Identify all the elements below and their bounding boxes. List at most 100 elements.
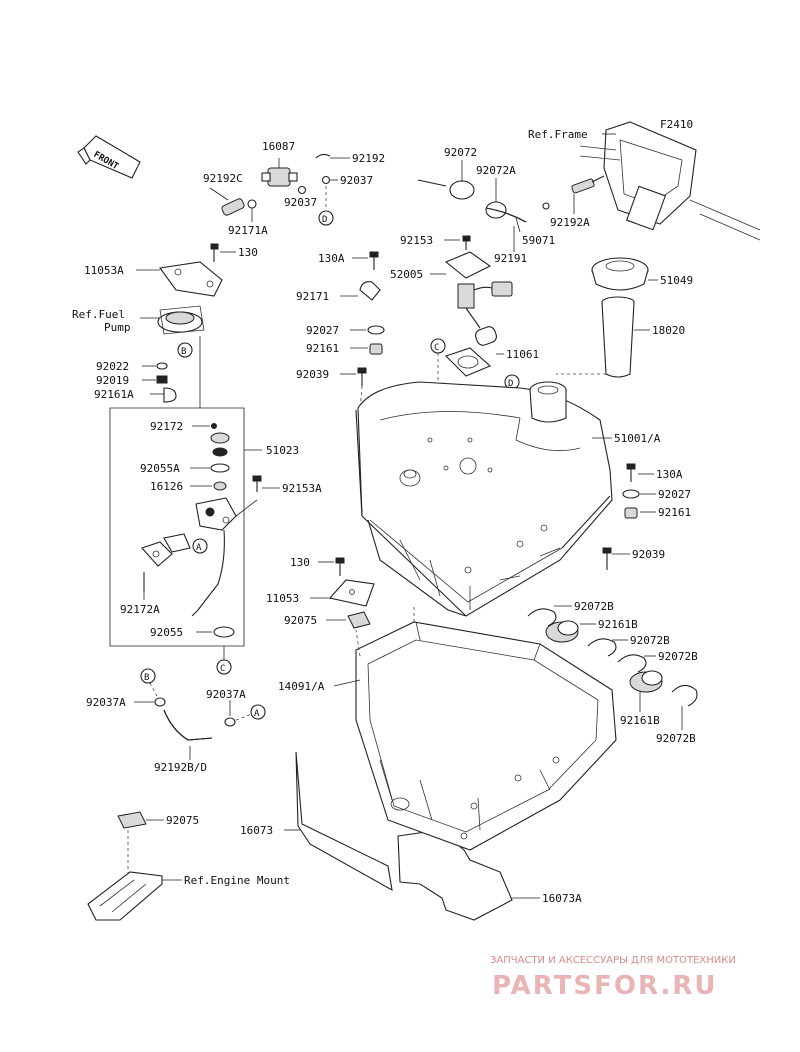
label-59071: 59071 bbox=[522, 234, 555, 247]
part-130-bolt-b bbox=[318, 557, 345, 576]
callout-a-box: A bbox=[192, 538, 208, 554]
figure-id: F2410 bbox=[660, 118, 693, 131]
svg-text:D: D bbox=[508, 379, 513, 389]
part-92039-bolt-a bbox=[340, 367, 367, 411]
label-92172: 92172 bbox=[150, 420, 183, 433]
group-51023-box bbox=[109, 407, 262, 647]
part-92161A bbox=[150, 387, 177, 403]
label-92192A: 92192A bbox=[550, 216, 590, 229]
ref-frame bbox=[579, 121, 761, 241]
label-16087: 16087 bbox=[262, 140, 295, 153]
svg-text:B: B bbox=[144, 673, 149, 683]
label-92161B-2: 92161B bbox=[620, 714, 660, 727]
part-11061-float bbox=[475, 326, 504, 355]
part-92072-clamp bbox=[449, 160, 475, 200]
part-92161-grommet-a bbox=[350, 343, 383, 355]
label-16126: 16126 bbox=[150, 480, 183, 493]
part-92027-washer-a bbox=[350, 325, 385, 335]
label-92037A-right: 92037A bbox=[206, 688, 246, 701]
svg-text:D: D bbox=[322, 215, 327, 225]
part-92072B-clamp-1 bbox=[527, 605, 572, 627]
part-51049-cap bbox=[591, 257, 658, 291]
callout-b-top: B bbox=[177, 342, 193, 358]
part-130-bolt-a bbox=[210, 243, 236, 262]
label-11061: 11061 bbox=[506, 348, 539, 361]
svg-text:C: C bbox=[434, 343, 439, 353]
part-92161B-grommet-1 bbox=[545, 620, 596, 643]
part-92161B-grommet-2 bbox=[629, 670, 663, 712]
label-92161-a: 92161 bbox=[306, 342, 339, 355]
label-52005: 52005 bbox=[390, 268, 423, 281]
part-92037A-clamp-left bbox=[134, 697, 166, 707]
part-51001A-fuel-tank bbox=[355, 381, 613, 617]
label-92019: 92019 bbox=[96, 374, 129, 387]
ref-fuel-pump bbox=[140, 305, 205, 335]
label-92171: 92171 bbox=[296, 290, 329, 303]
part-92022 bbox=[142, 362, 168, 370]
watermark-line-2: PARTSFOR.RU bbox=[492, 971, 717, 1001]
label-130A-right: 130A bbox=[656, 468, 683, 481]
label-14091A: 14091/A bbox=[278, 680, 325, 693]
label-92172A: 92172A bbox=[120, 603, 160, 616]
svg-text:B: B bbox=[181, 347, 186, 357]
callout-c-tank: C bbox=[430, 338, 446, 354]
label-92072A: 92072A bbox=[476, 164, 516, 177]
part-92171A-clip bbox=[247, 199, 257, 222]
svg-text:A: A bbox=[254, 709, 260, 719]
label-92072: 92072 bbox=[444, 146, 477, 159]
part-92072B-clamp-2 bbox=[587, 638, 628, 657]
label-92027-b: 92027 bbox=[658, 488, 691, 501]
part-11053A-plate bbox=[136, 261, 223, 297]
label-92075-a: 92075 bbox=[166, 814, 199, 827]
label-ref-engine-mount: Ref.Engine Mount bbox=[184, 874, 290, 887]
part-92153A-bolt bbox=[252, 475, 280, 492]
label-92153A: 92153A bbox=[282, 482, 322, 495]
label-16073A: 16073A bbox=[542, 892, 582, 905]
label-ref-frame: Ref.Frame bbox=[528, 128, 588, 141]
part-92037A-clamp-right bbox=[224, 700, 253, 727]
label-92072B-2: 92072B bbox=[630, 634, 670, 647]
label-92153: 92153 bbox=[400, 234, 433, 247]
label-11053: 11053 bbox=[266, 592, 299, 605]
label-92192C: 92192C bbox=[203, 172, 243, 185]
part-92037-clamp-a bbox=[297, 185, 307, 195]
label-130A-top: 130A bbox=[318, 252, 345, 265]
part-92171-bracket bbox=[340, 281, 381, 301]
label-51023: 51023 bbox=[266, 444, 299, 457]
callout-a-lower: A bbox=[250, 704, 266, 720]
svg-text:C: C bbox=[220, 664, 225, 674]
label-51001A: 51001/A bbox=[614, 432, 661, 445]
part-92192BD-hose bbox=[163, 709, 213, 760]
part-sender-gasket bbox=[444, 347, 492, 377]
label-16073: 16073 bbox=[240, 824, 273, 837]
part-fuel-valve-body bbox=[191, 497, 258, 617]
part-92072B-clamp-3 bbox=[617, 654, 656, 673]
part-11053-bracket bbox=[310, 579, 375, 607]
label-92072B-3: 92072B bbox=[658, 650, 698, 663]
part-92072B-clamp-4 bbox=[671, 684, 698, 730]
label-ref-fuel-pump-1: Ref.Fuel bbox=[72, 308, 125, 321]
label-92192BD: 92192B/D bbox=[154, 761, 207, 774]
callout-c-left: C bbox=[216, 659, 232, 675]
part-92192C-hose bbox=[209, 187, 245, 216]
watermark-line-1: ЗАПЧАСТИ И АКСЕССУАРЫ ДЛЯ МОТОТЕХНИКИ bbox=[490, 955, 736, 966]
label-92055A: 92055A bbox=[140, 462, 180, 475]
part-92055A-oring bbox=[190, 463, 230, 473]
part-14091A-tray bbox=[333, 621, 617, 851]
part-92027-washer-b bbox=[622, 489, 656, 499]
part-92172-screw bbox=[192, 423, 230, 457]
part-16073-pad bbox=[284, 751, 393, 892]
callout-d-top: D bbox=[318, 210, 334, 226]
part-18020-neck bbox=[556, 296, 650, 378]
label-92037-b: 92037 bbox=[340, 174, 373, 187]
label-92027-a: 92027 bbox=[306, 324, 339, 337]
part-16126 bbox=[190, 481, 227, 491]
ref-engine-mount bbox=[87, 871, 182, 921]
label-ref-fuel-pump-2: Pump bbox=[104, 321, 131, 334]
label-51049: 51049 bbox=[660, 274, 693, 287]
callout-b-lower: B bbox=[140, 668, 156, 684]
label-18020: 18020 bbox=[652, 324, 685, 337]
label-11053A: 11053A bbox=[84, 264, 124, 277]
label-92055: 92055 bbox=[150, 626, 183, 639]
label-130-b: 130 bbox=[290, 556, 310, 569]
